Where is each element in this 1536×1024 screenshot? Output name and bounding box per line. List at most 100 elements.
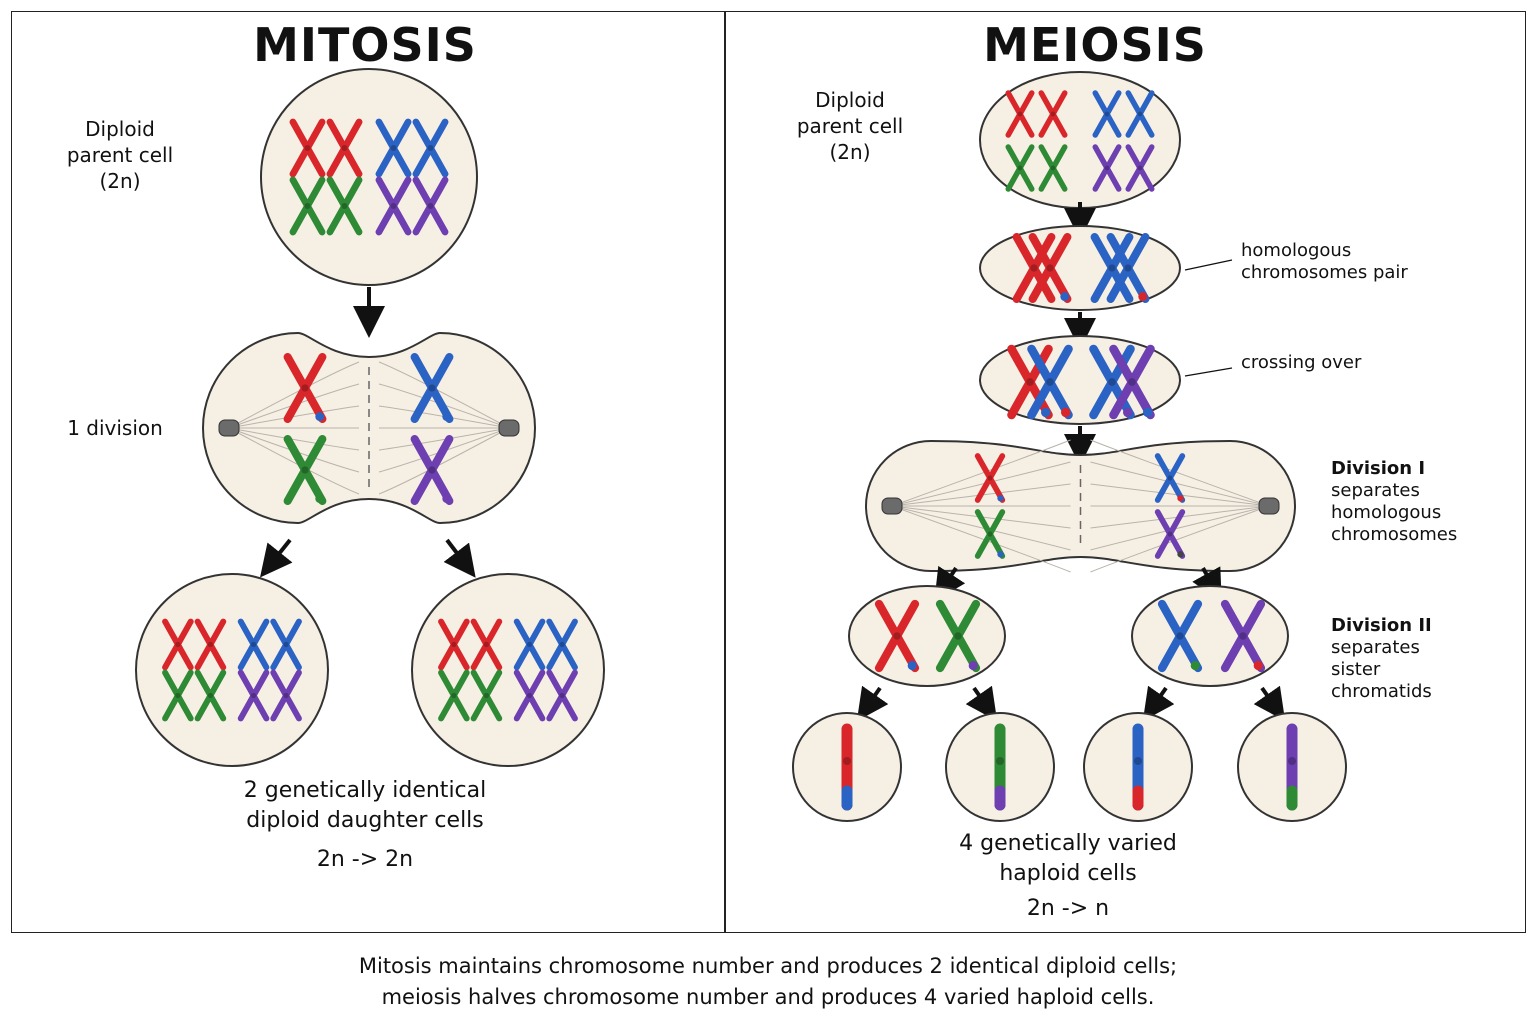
chromosome <box>412 118 449 178</box>
chromatid <box>194 618 227 671</box>
crossover-segment <box>1060 292 1070 302</box>
centromere <box>559 692 565 699</box>
chromatid <box>841 723 853 811</box>
chromatid <box>283 352 327 424</box>
spindle-fiber <box>891 505 1071 529</box>
centromere <box>1017 165 1023 171</box>
meiosis-parent-label: Diploid parent cell (2n) <box>796 88 904 164</box>
chromatid <box>162 618 194 671</box>
centromere <box>301 384 309 392</box>
centromere <box>987 475 993 481</box>
chromosome <box>1028 232 1072 304</box>
chromosome <box>1109 344 1155 420</box>
chromosome <box>1038 90 1068 138</box>
crossover-segment <box>968 660 978 671</box>
chromatid <box>326 118 363 178</box>
chromosome <box>1125 144 1155 192</box>
chromatid <box>1125 90 1155 138</box>
chromatid <box>1109 344 1155 420</box>
centromere <box>427 202 434 210</box>
spindle-fiber <box>891 461 1071 507</box>
centrosome-icon <box>498 419 520 437</box>
centromere <box>526 641 533 648</box>
arrow-icon <box>1253 685 1286 722</box>
spindle-fiber <box>1090 505 1270 551</box>
chromosome <box>283 434 327 506</box>
centromere <box>451 692 457 699</box>
chromosome <box>1157 599 1203 673</box>
chromatid <box>1038 144 1068 192</box>
chromatid <box>1157 599 1203 673</box>
arrow-icon <box>1142 685 1175 722</box>
homologous-pairing-cell <box>979 225 1181 311</box>
crossover-segment <box>1138 292 1148 302</box>
chromosome <box>1027 344 1073 420</box>
chromatid <box>1132 723 1144 811</box>
spindle-fiber <box>1090 483 1270 507</box>
centromere <box>1104 111 1110 117</box>
centromere <box>1288 757 1296 765</box>
chromosome <box>935 599 981 673</box>
crossover-segment <box>997 551 1004 558</box>
chromatid <box>513 669 546 722</box>
centromere <box>1104 165 1110 171</box>
mitosis-parent-label: Diploid parent cell (2n) <box>66 117 174 193</box>
crossover-segment <box>442 412 452 422</box>
chromosome <box>1220 599 1266 673</box>
mitosis-title: MITOSIS <box>253 18 477 72</box>
crossover-segment <box>1060 407 1071 418</box>
chromatid <box>1092 144 1122 192</box>
crossover-segment <box>315 412 325 422</box>
meiosis-panel <box>724 11 1526 933</box>
chromatid <box>1038 90 1068 138</box>
chromosome <box>546 669 578 722</box>
chromatid <box>1005 144 1035 192</box>
centromere <box>559 641 565 648</box>
centrosome-icon <box>881 497 903 515</box>
chromatid <box>162 669 194 722</box>
spindle-fiber <box>378 427 510 451</box>
chromatid <box>1027 344 1073 420</box>
centromere <box>1176 632 1184 640</box>
centromere <box>283 641 289 648</box>
crossover-segment <box>1177 495 1184 502</box>
chromosome <box>1007 344 1053 420</box>
spindle-fiber <box>228 427 360 495</box>
spindle-fiber <box>228 427 360 451</box>
caption-line-2: meiosis halves chromosome number and pro… <box>381 985 1155 1009</box>
chromosome <box>974 509 1006 559</box>
mitosis-daughter-cell <box>135 573 329 767</box>
centromere <box>250 692 257 699</box>
chromatid <box>974 509 1006 559</box>
centromere <box>996 757 1004 765</box>
chromosome <box>270 669 302 722</box>
spindle-fiber <box>378 405 510 429</box>
chromatid <box>546 669 578 722</box>
chromatid <box>438 618 470 671</box>
chromosome <box>1154 509 1186 559</box>
centromere <box>1167 531 1173 537</box>
chromosome <box>270 618 302 671</box>
chromatid <box>237 669 270 722</box>
centromere <box>843 757 851 765</box>
chromosome <box>1106 232 1150 304</box>
chromatid <box>375 118 412 178</box>
chromatid <box>412 176 449 236</box>
chromatid <box>283 434 327 506</box>
chromatid <box>1012 232 1056 304</box>
centromere <box>1030 264 1038 272</box>
chromosome <box>412 176 449 236</box>
crossover-segment <box>907 660 917 671</box>
chromosome <box>375 176 412 236</box>
centrosome-icon <box>1258 497 1280 515</box>
centromere <box>390 144 397 152</box>
centromere <box>1137 165 1143 171</box>
arrow-icon <box>1192 566 1222 603</box>
chromatid <box>270 669 302 722</box>
chromatid <box>194 669 227 722</box>
chromatid <box>513 618 546 671</box>
chromatid <box>994 723 1006 811</box>
arrow-icon <box>260 538 293 578</box>
centromere <box>1167 475 1173 481</box>
arrow-icon <box>856 685 889 722</box>
